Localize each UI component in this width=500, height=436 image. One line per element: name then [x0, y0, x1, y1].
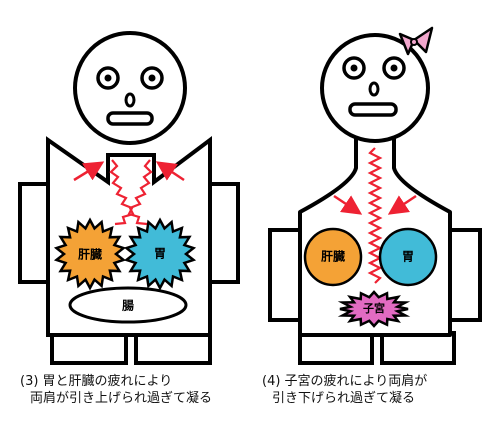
right-nose: [368, 81, 380, 97]
left-stomach: 胃: [123, 217, 197, 291]
left-liver-shape: [53, 217, 127, 291]
left-arrow-2: [155, 161, 185, 182]
left-head: [73, 31, 187, 145]
right-liver-label: 肝臓: [321, 249, 345, 264]
right-liver-shape: [303, 227, 363, 287]
caption-left-line1: (3) 胃と肝臓の疲れにより: [20, 374, 173, 389]
caption-left: (3) 胃と肝臓の疲れにより 両肩が引き上げられ過ぎて凝る: [20, 373, 212, 407]
bow-icon: [398, 26, 434, 56]
right-liver: 肝臓: [303, 227, 363, 287]
caption-left-line2: 両肩が引き上げられ過ぎて凝る: [30, 391, 213, 406]
left-leg-right: [134, 331, 212, 365]
right-arm-left: [268, 228, 302, 322]
right-leg-left: [298, 331, 374, 365]
right-zigzag: [367, 147, 383, 284]
left-zigzag-2: [114, 159, 153, 226]
caption-right-line1: (4) 子宮の疲れにより両肩が: [262, 374, 428, 389]
figure-right: 肝臓 胃 子宮: [268, 26, 482, 365]
left-liver: 肝臓: [53, 217, 127, 291]
right-mouth: [348, 102, 398, 117]
left-intestine-label: 腸: [122, 299, 134, 313]
left-leg-left: [50, 331, 128, 365]
left-intestine: 腸: [68, 286, 188, 324]
figure-left: 肝臓 胃 腸: [18, 31, 240, 365]
right-arrow-2: [387, 194, 417, 215]
right-leg-right: [380, 331, 456, 365]
left-mouth: [106, 111, 154, 126]
right-stomach-label: 胃: [402, 250, 414, 264]
left-nose: [124, 92, 136, 108]
right-arm-right: [448, 228, 482, 322]
left-stomach-label: 胃: [154, 247, 166, 261]
right-eyes: [342, 56, 406, 80]
right-stomach: 胃: [378, 227, 438, 287]
right-uterus: 子宮: [337, 290, 411, 328]
right-uterus-label: 子宮: [363, 301, 385, 315]
left-liver-label: 肝臓: [78, 247, 102, 262]
caption-right-line2: 引き下げられ過ぎて凝る: [272, 391, 416, 406]
left-arrow-1: [73, 161, 105, 182]
left-eyes: [96, 66, 164, 90]
left-stomach-shape: [123, 217, 197, 291]
caption-right: (4) 子宮の疲れにより両肩が 引き下げられ過ぎて凝る: [262, 373, 427, 407]
right-arrow-1: [333, 194, 363, 215]
right-stomach-shape: [378, 227, 438, 287]
left-zigzag-1: [109, 159, 148, 226]
right-uterus-shape: [337, 290, 411, 328]
left-intestine-shape: [68, 286, 188, 324]
